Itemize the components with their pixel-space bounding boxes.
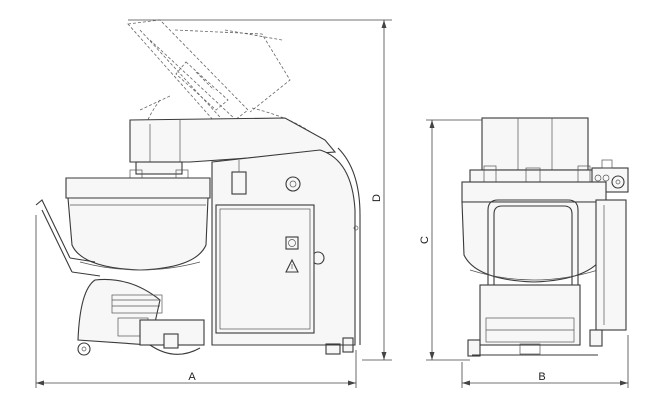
side-view: A D — [35, 19, 392, 388]
dimension-b: B — [461, 335, 629, 388]
trolley — [35, 199, 205, 355]
wheels — [77, 333, 355, 356]
front-view: C B — [419, 117, 629, 388]
bowl — [65, 177, 211, 271]
dimension-d-label: D — [371, 194, 383, 202]
front-trolley — [467, 284, 603, 357]
control-panel — [215, 204, 315, 334]
dimension-b-label: B — [538, 371, 545, 383]
power-switch-icon — [285, 236, 299, 250]
dimension-d: D — [128, 19, 392, 361]
dimension-c: C — [419, 119, 482, 361]
front-body — [595, 199, 627, 331]
front-head — [469, 117, 601, 187]
front-bowl — [461, 181, 607, 283]
front-handle — [487, 199, 579, 290]
mixer-head — [129, 117, 337, 181]
dimension-a-label: A — [188, 371, 196, 383]
dimension-a: A — [35, 215, 357, 388]
warning-triangle-icon — [285, 258, 299, 273]
dimension-c-label: C — [419, 236, 431, 244]
